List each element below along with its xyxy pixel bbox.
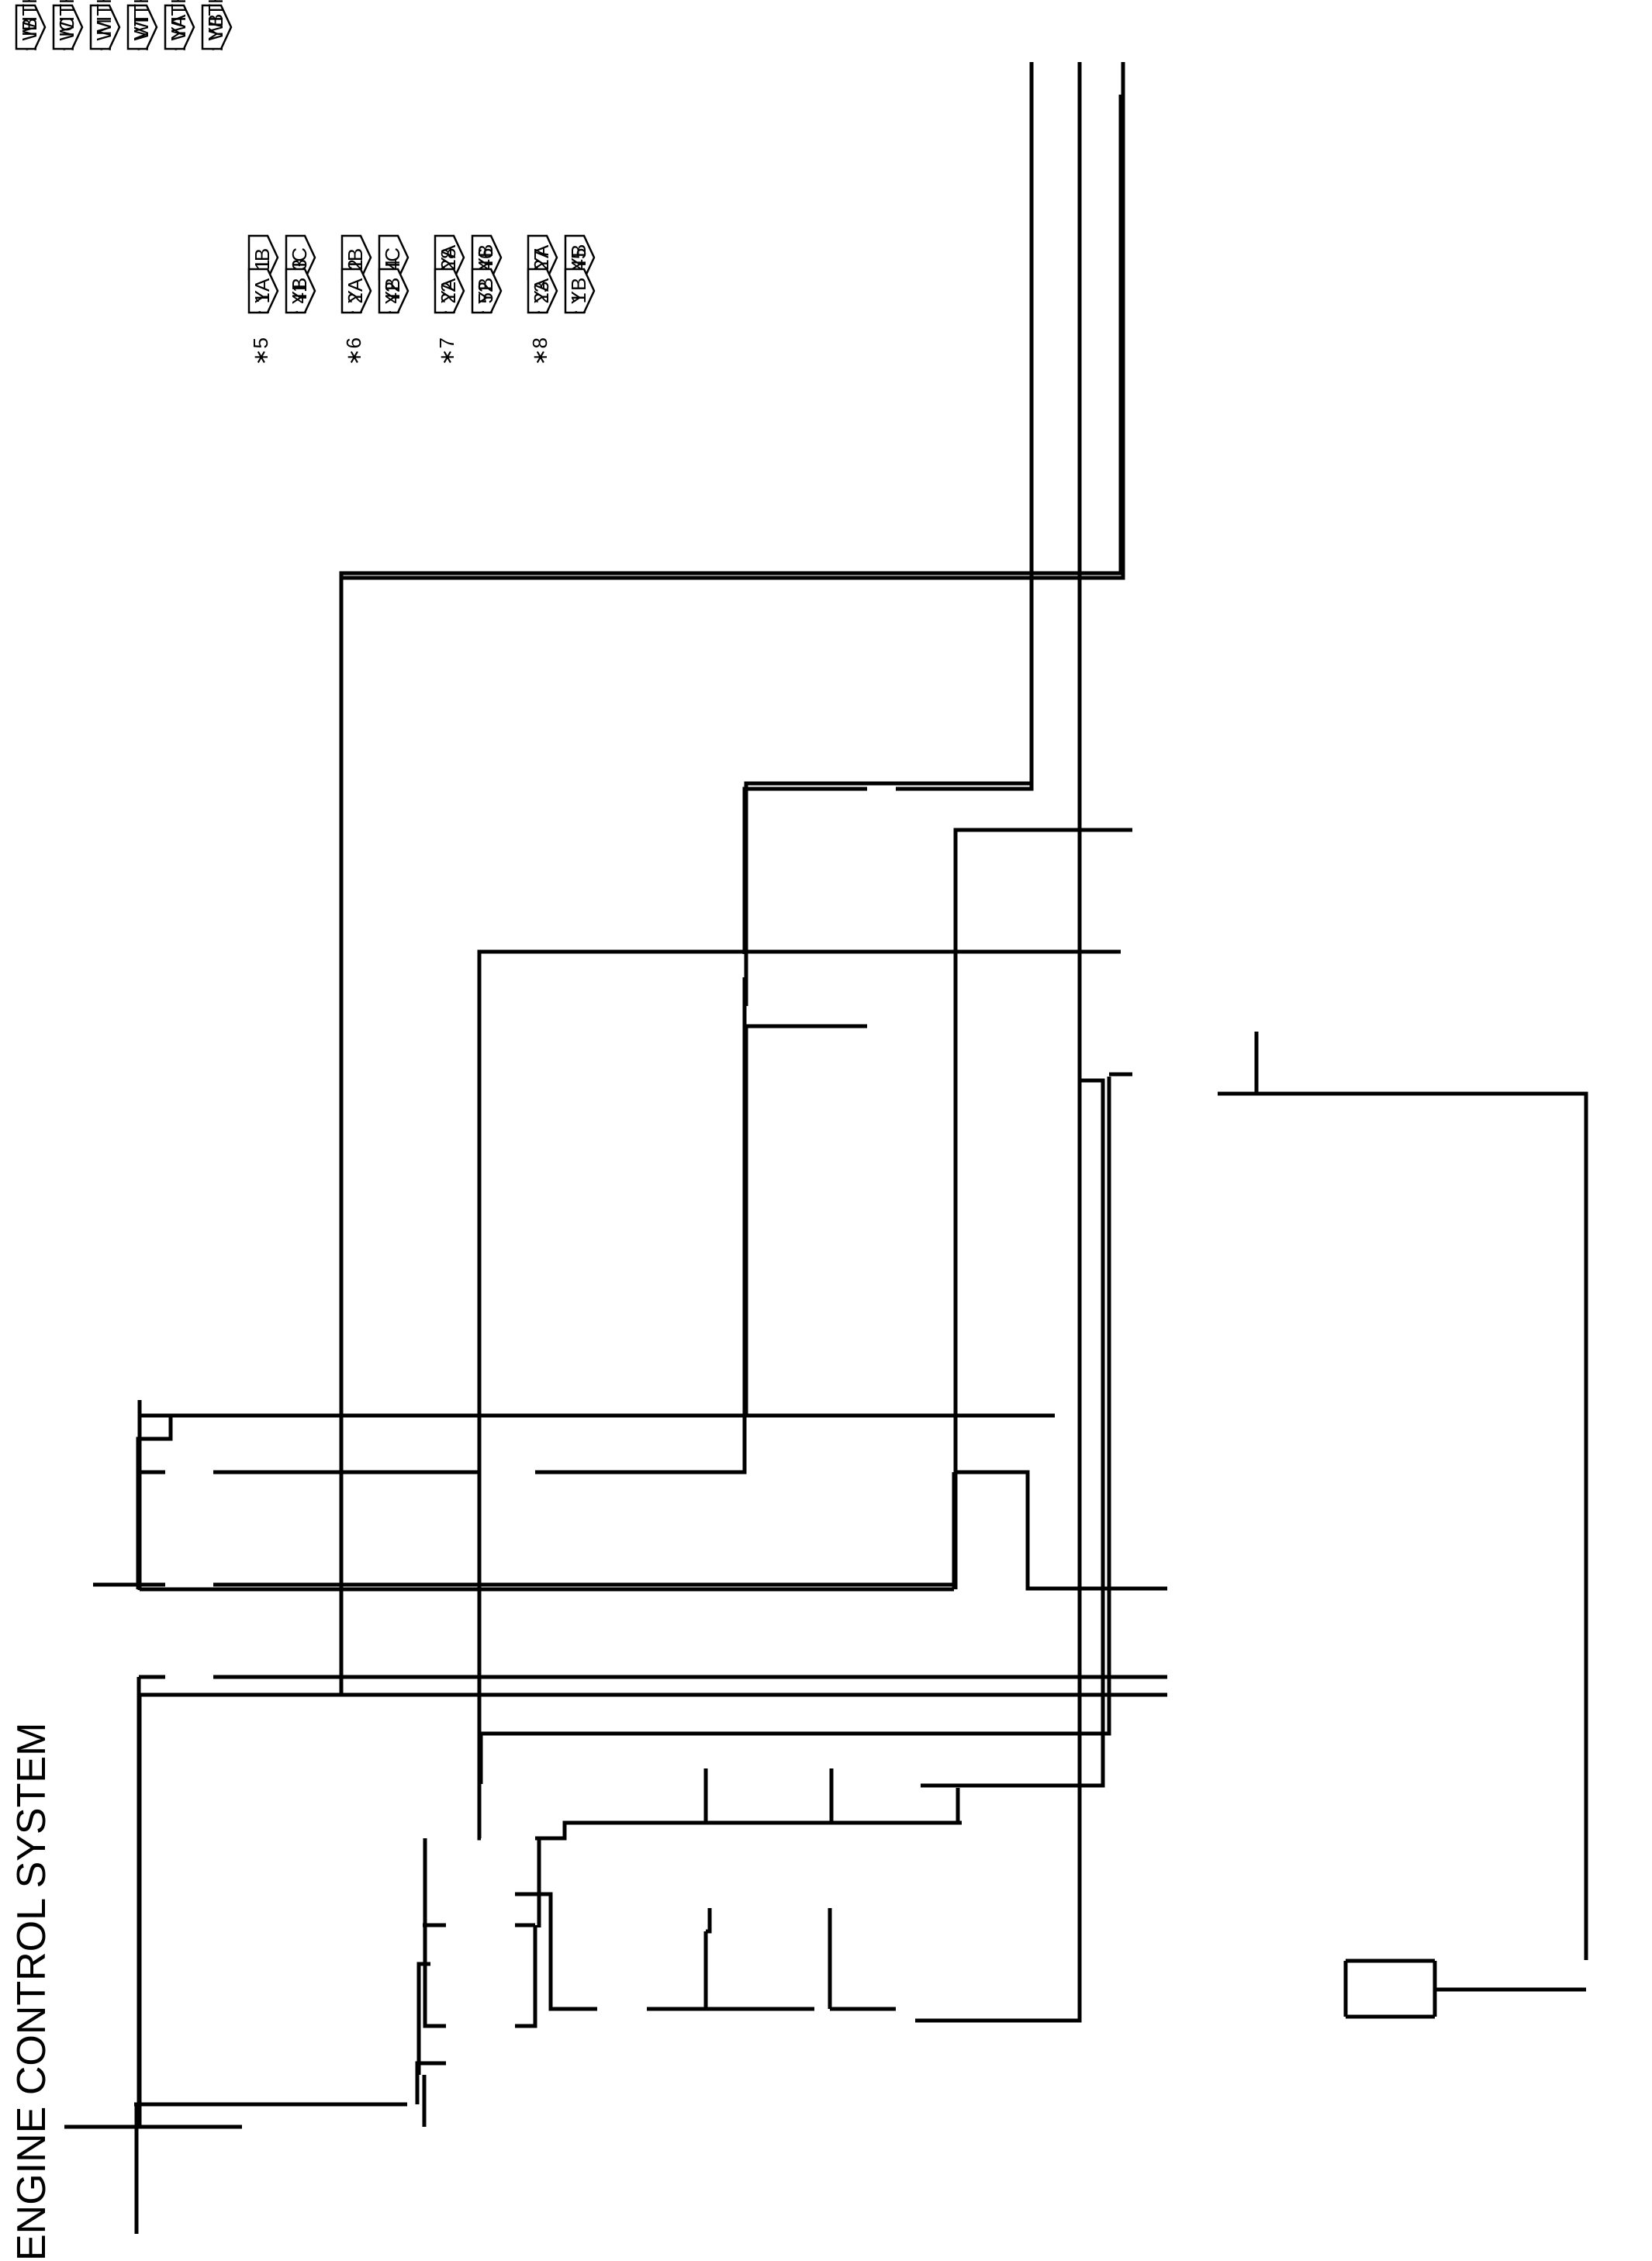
footnote-5: ∗5 YA: 1 YB: 41: [247, 268, 316, 365]
svg-text:YA: YA: [251, 278, 274, 303]
svg-text:YB: YB: [474, 244, 497, 271]
svg-text:∗8: ∗8: [528, 337, 551, 365]
svg-text:IC: IC: [288, 247, 311, 268]
legend: IB: WITHOUT INTELLIGENT CRUISE CONTROL I…: [15, 0, 596, 365]
page-title: ENGINE CONTROL SYSTEM: [9, 1723, 54, 2261]
svg-text:YA: YA: [530, 278, 553, 303]
svg-text:: WITH TYPE A: : WITH TYPE A: [167, 0, 190, 52]
svg-text:: WITH M/T: : WITH M/T: [92, 0, 116, 52]
svg-text:IB: IB: [18, 18, 41, 37]
svg-text:: 22: : 22: [437, 282, 460, 315]
wiring: [64, 95, 1167, 2129]
svg-text:: 2: : 2: [344, 292, 367, 315]
legend-code-vt: VT: WITH CVT: [126, 0, 158, 52]
svg-text:: 52: : 52: [474, 282, 497, 315]
legend-code-ib: IB: WITHOUT INTELLIGENT CRUISE CONTROL: [15, 0, 47, 52]
svg-text:: WITHOUT INTELLIGENT CRUISE C: : WITHOUT INTELLIGENT CRUISE CONTROL: [18, 0, 41, 52]
svg-text:YB: YB: [381, 278, 404, 305]
svg-text:YB: YB: [567, 278, 590, 305]
legend-code-m: M: WITH M/T: [89, 0, 121, 52]
svg-text:YB: YB: [288, 278, 311, 305]
svg-text:: WITH TYPE B: : WITH TYPE B: [204, 0, 227, 52]
footnote-7: ∗7 YA: 22 YB: 52: [434, 268, 503, 365]
svg-text:YB: YB: [474, 278, 497, 305]
svg-text:: WITH INTELLIGENT CRUISE CONT: : WITH INTELLIGENT CRUISE CONTROL: [55, 0, 78, 52]
footnote-8: ∗8 YA: 23 YB: 1: [527, 268, 596, 365]
legend-code-ya: YA: WITH TYPE A: [164, 0, 195, 52]
svg-text:IB: IB: [344, 248, 367, 268]
svg-text:M: M: [92, 19, 116, 36]
svg-text:: WITH CVT: : WITH CVT: [130, 0, 153, 52]
svg-text:∗7: ∗7: [435, 337, 458, 365]
wiring-page: [93, 62, 1588, 2234]
svg-text:VT: VT: [130, 14, 153, 40]
svg-text:YA: YA: [344, 278, 367, 303]
legend-code-ic: IC: WITH INTELLIGENT CRUISE CONTROL: [52, 0, 84, 52]
svg-text:YB: YB: [567, 244, 590, 271]
svg-text:YA: YA: [167, 14, 190, 40]
svg-text:YA: YA: [437, 278, 460, 303]
svg-text:∗6: ∗6: [342, 337, 365, 365]
svg-text:YB: YB: [204, 14, 227, 41]
svg-text:IC: IC: [55, 17, 78, 37]
legend-code-yb: YB: WITH TYPE B: [201, 0, 233, 52]
svg-text:IB: IB: [251, 248, 274, 268]
svg-text:: 42: : 42: [381, 282, 404, 315]
svg-text:YA: YA: [437, 244, 460, 270]
svg-text:: 23: : 23: [530, 282, 553, 315]
svg-text:: 1: : 1: [251, 292, 274, 315]
svg-text:: 1: : 1: [567, 292, 590, 315]
footnote-6: ∗6 YA: 2 YB: 42: [340, 268, 410, 365]
svg-text:: 41: : 41: [288, 282, 311, 315]
svg-text:IC: IC: [381, 247, 404, 268]
svg-text:∗5: ∗5: [249, 337, 272, 365]
svg-text:YA: YA: [530, 244, 553, 270]
